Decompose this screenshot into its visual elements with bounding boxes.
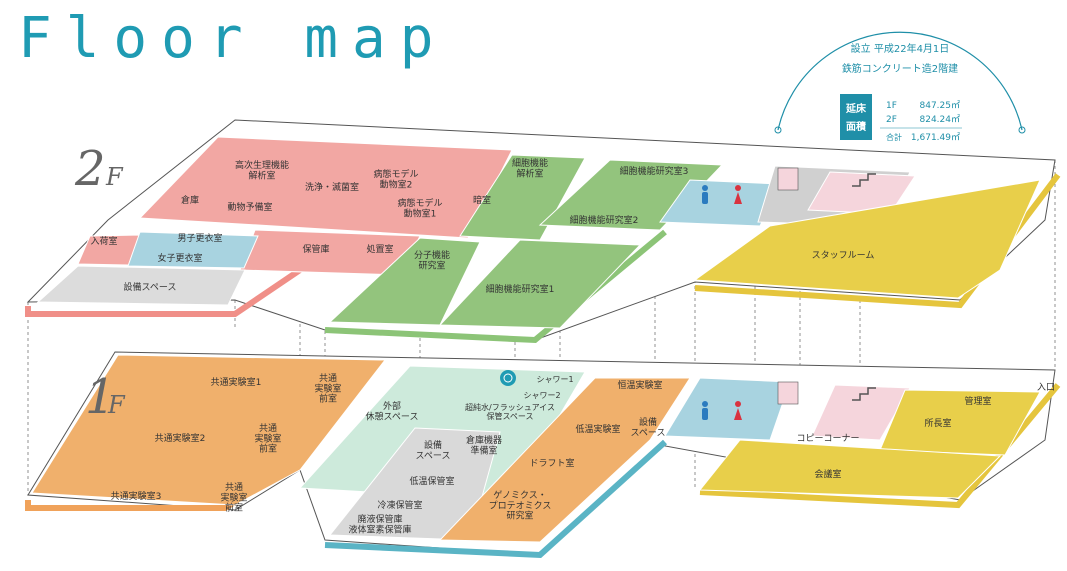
- room-1f-meeting: [698, 439, 1002, 499]
- floor-1f-suffix: F: [107, 391, 126, 419]
- area-total-value: 1,671.49㎡: [911, 132, 960, 143]
- building-info: 設立 平成22年4月1日 鉄筋コンクリート造2階建 延床 面積 1F 847.2…: [774, 31, 1026, 143]
- label-front2: 共通実験室前室: [254, 423, 281, 455]
- label-high-voltage: 高次生理機能解析室: [235, 159, 289, 181]
- label-front3: 共通実験室前室: [220, 482, 247, 514]
- label-outdoor: 外部休憩スペース: [366, 400, 419, 422]
- structure-text: 鉄筋コンクリート造2階建: [842, 62, 958, 75]
- floor-2f: [25, 119, 1061, 344]
- label-reserve: 倉庫機器準備室: [466, 434, 502, 456]
- label-disease-model1: 病態モデル動物室1: [397, 197, 442, 219]
- room-labels-1f: 共通実験室1 共通実験室2 共通実験室3 共通実験室前室 共通実験室前室 共通実…: [111, 373, 1055, 535]
- floor-2f-number: 2: [74, 141, 106, 197]
- stairs-icon-1f: [852, 387, 876, 401]
- male-toilet-icon-1f: [702, 401, 708, 420]
- room-2f-equipment: [36, 265, 246, 306]
- label-equip-b: 設備スペース: [631, 416, 666, 438]
- label-common1: 共通実験室1: [211, 376, 262, 388]
- label-draft: ドラフト室: [529, 457, 574, 469]
- area-row-2f-value: 824.24㎡: [920, 114, 961, 125]
- label-shower1: シャワー1: [536, 375, 573, 384]
- room-2f-cell-func: [459, 154, 586, 241]
- area-row-2f-floor: 2F: [886, 115, 897, 125]
- info-arc: [777, 31, 1023, 131]
- female-toilet-icon-1f: [734, 401, 742, 420]
- room-2f-staff: [693, 179, 1041, 299]
- room-2f-pink-block: [138, 136, 513, 239]
- label-warehouse: 倉庫: [181, 194, 199, 206]
- room-1f-toilets: [664, 377, 791, 441]
- label-freeze: 冷凍保管室: [377, 499, 422, 511]
- label-cell-lab3: 細胞機能研究室3: [620, 165, 689, 177]
- room-2f-lockers: [127, 231, 259, 269]
- label-cell-func: 細胞機能解析室: [512, 157, 548, 179]
- label-low-temp: 低温保管室: [409, 475, 454, 487]
- label-cell-lab2: 細胞機能研究室2: [570, 214, 639, 226]
- room-1f-common-block: [31, 354, 387, 506]
- floor-2f-green-edge: [324, 229, 667, 344]
- label-equip-a: 設備スペース: [416, 439, 451, 461]
- label-meeting: 会議室: [814, 468, 841, 480]
- label-disposal: 処置室: [366, 243, 393, 255]
- area-row-1f-floor: 1F: [886, 101, 897, 111]
- label-common2: 共通実験室2: [155, 432, 206, 444]
- room-1f-director: [879, 389, 1041, 456]
- elevator-2f: [777, 167, 799, 191]
- label-shower2: シャワー2: [523, 391, 560, 400]
- elevator-1f: [777, 381, 799, 405]
- page-title: Floor map: [18, 6, 448, 71]
- floor-1f-blue-edge: [324, 439, 668, 559]
- label-wash: 洗浄・滅菌室: [305, 181, 359, 193]
- room-2f-toilets: [659, 179, 781, 227]
- label-genomics: ゲノミクス・プロテオミクス研究室: [489, 489, 552, 522]
- floor-1f: [25, 351, 1061, 559]
- wheelchair-icon: [500, 370, 516, 386]
- label-disease-model2: 病態モデル動物室2: [373, 168, 418, 190]
- label-staff-room: スタッフルーム: [812, 250, 875, 261]
- room-labels-2f: 高次生理機能解析室 倉庫 動物予備室 洗浄・滅菌室 病態モデル動物室2 病態モデ…: [90, 157, 874, 295]
- area-row-1f-value: 847.25㎡: [920, 100, 961, 111]
- label-entrance: 入口: [1037, 382, 1055, 393]
- label-const-temp: 恒温実験室: [617, 379, 662, 391]
- male-toilet-icon-2f: [702, 185, 708, 204]
- floor-2f-suffix: F: [105, 163, 124, 191]
- room-1f-lab-block: [438, 377, 691, 543]
- label-dark: 暗室: [473, 194, 491, 206]
- stairs-1f: [811, 384, 911, 441]
- label-director: 所長室: [924, 417, 951, 429]
- stairs-icon-2f: [852, 173, 876, 187]
- established-text: 設立 平成22年4月1日: [851, 42, 950, 55]
- label-copy-corner: コピーコーナー: [796, 433, 859, 444]
- label-equipment-2f: 設備スペース: [124, 281, 177, 293]
- label-cell-lab1: 細胞機能研究室1: [486, 283, 555, 295]
- label-manager: 管理室: [964, 395, 991, 407]
- room-2f-cell-lab1: [438, 239, 642, 329]
- floor-2f-yellow-edge: [694, 173, 1061, 309]
- label-front1: 共通実験室前室: [314, 373, 341, 405]
- label-animal-prep: 動物予備室: [227, 201, 272, 213]
- female-toilet-icon-2f: [734, 185, 742, 204]
- label-ice-space: 超純水/フラッシュアイス保管スペース: [465, 402, 555, 421]
- floor-2f-pink-edge: [25, 267, 302, 317]
- label-common3: 共通実験室3: [111, 490, 162, 502]
- area-total-label: 合計: [886, 132, 902, 142]
- label-female-locker: 女子更衣室: [157, 252, 202, 264]
- area-label-box: [840, 94, 872, 140]
- floor-1f-yellow-edge: [699, 383, 1061, 509]
- label-molecular: 分子機能研究室: [414, 249, 450, 271]
- floor-1f-number: 1: [85, 369, 116, 425]
- label-low-lab: 低温実験室: [575, 423, 620, 435]
- info-arc-end-left: [774, 126, 782, 134]
- info-arc-end-right: [1018, 126, 1026, 134]
- label-male-locker: 男子更衣室: [177, 232, 222, 244]
- label-liquid: 廃液保管庫液体窒素保管庫: [348, 513, 411, 535]
- label-entrance-room: 入荷室: [90, 235, 117, 247]
- area-label-line1: 延床: [845, 102, 867, 115]
- area-label-line2: 面積: [846, 120, 867, 133]
- label-storage: 保管庫: [302, 243, 329, 255]
